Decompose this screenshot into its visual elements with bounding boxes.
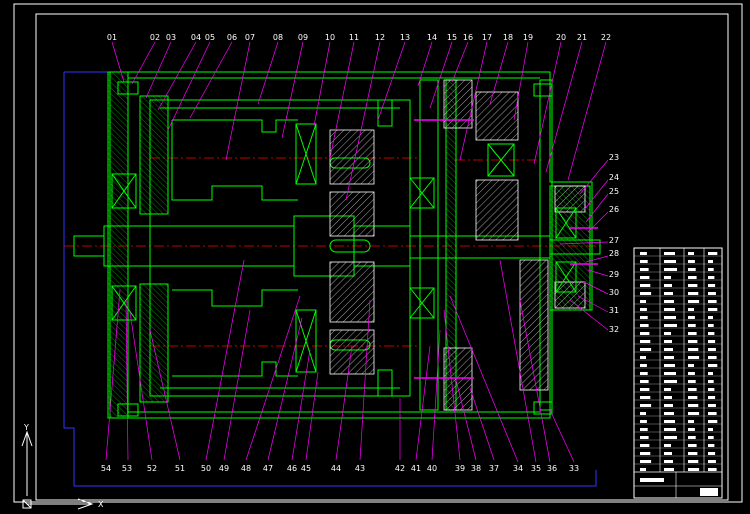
part-label-34: 34 xyxy=(513,464,523,473)
part-label-48: 48 xyxy=(241,464,251,473)
part-label-15: 15 xyxy=(447,33,457,42)
ucs-y-label: Y xyxy=(23,423,29,432)
part-label-47: 47 xyxy=(263,464,273,473)
part-label-51: 51 xyxy=(175,464,185,473)
part-label-13: 13 xyxy=(400,33,410,42)
part-label-20: 20 xyxy=(556,33,566,42)
centerlines xyxy=(64,157,600,347)
part-label-21: 21 xyxy=(577,33,587,42)
part-labels-top: 01 02 03 04 05 06 07 08 09 10 11 12 13 14 15 16 17 18 19 20… xyxy=(107,33,611,42)
part-label-42: 42 xyxy=(395,464,405,473)
part-label-08: 08 xyxy=(273,33,283,42)
part-label-36: 36 xyxy=(547,464,557,473)
bearings xyxy=(111,81,577,417)
part-label-38: 38 xyxy=(471,464,481,473)
part-label-35: 35 xyxy=(531,464,541,473)
part-label-03: 03 xyxy=(166,33,176,42)
part-label-46: 46 xyxy=(287,464,297,473)
part-label-49: 49 xyxy=(219,464,229,473)
part-label-54: 54 xyxy=(101,464,111,473)
part-label-28: 28 xyxy=(609,249,619,258)
part-label-14: 14 xyxy=(427,33,437,42)
part-label-40: 40 xyxy=(427,464,437,473)
part-labels-right: 23 24 25 26 27 28 29 30 31 32 xyxy=(609,153,619,334)
part-label-09: 09 xyxy=(298,33,308,42)
part-label-22: 22 xyxy=(601,33,611,42)
part-label-02: 02 xyxy=(150,33,160,42)
part-label-18: 18 xyxy=(503,33,513,42)
part-label-23: 23 xyxy=(609,153,619,162)
part-label-06: 06 xyxy=(227,33,237,42)
part-label-39: 39 xyxy=(455,464,465,473)
ucs-icon xyxy=(21,430,94,510)
part-label-05: 05 xyxy=(205,33,215,42)
part-label-31: 31 xyxy=(609,306,619,315)
ucs-x-label: X xyxy=(98,500,104,509)
hatched-gears xyxy=(329,79,586,411)
part-label-11: 11 xyxy=(349,33,359,42)
part-label-27: 27 xyxy=(609,236,619,245)
leader-lines xyxy=(105,41,609,463)
part-label-10: 10 xyxy=(325,33,335,42)
part-label-50: 50 xyxy=(201,464,211,473)
part-label-45: 45 xyxy=(301,464,311,473)
part-label-04: 04 xyxy=(191,33,201,42)
part-label-33: 33 xyxy=(569,464,579,473)
part-label-41: 41 xyxy=(411,464,421,473)
part-label-32: 32 xyxy=(609,325,619,334)
part-label-52: 52 xyxy=(147,464,157,473)
part-label-29: 29 xyxy=(609,270,619,279)
part-label-30: 30 xyxy=(609,288,619,297)
part-label-53: 53 xyxy=(122,464,132,473)
part-label-37: 37 xyxy=(489,464,499,473)
drawing-frame xyxy=(13,3,743,503)
part-label-01: 01 xyxy=(107,33,117,42)
parts-list-table xyxy=(633,247,723,499)
part-label-16: 16 xyxy=(463,33,473,42)
part-label-44: 44 xyxy=(331,464,341,473)
part-label-12: 12 xyxy=(375,33,385,42)
part-labels-bottom: 54 53 52 51 50 49 48 47 46 45 44 43 42 41 40 39 38 37 34 35… xyxy=(101,464,579,473)
part-label-07: 07 xyxy=(245,33,255,42)
part-label-25: 25 xyxy=(609,187,619,196)
part-label-43: 43 xyxy=(355,464,365,473)
bolts xyxy=(414,119,598,379)
part-label-19: 19 xyxy=(523,33,533,42)
part-label-24: 24 xyxy=(609,173,619,182)
part-label-26: 26 xyxy=(609,205,619,214)
part-label-17: 17 xyxy=(482,33,492,42)
